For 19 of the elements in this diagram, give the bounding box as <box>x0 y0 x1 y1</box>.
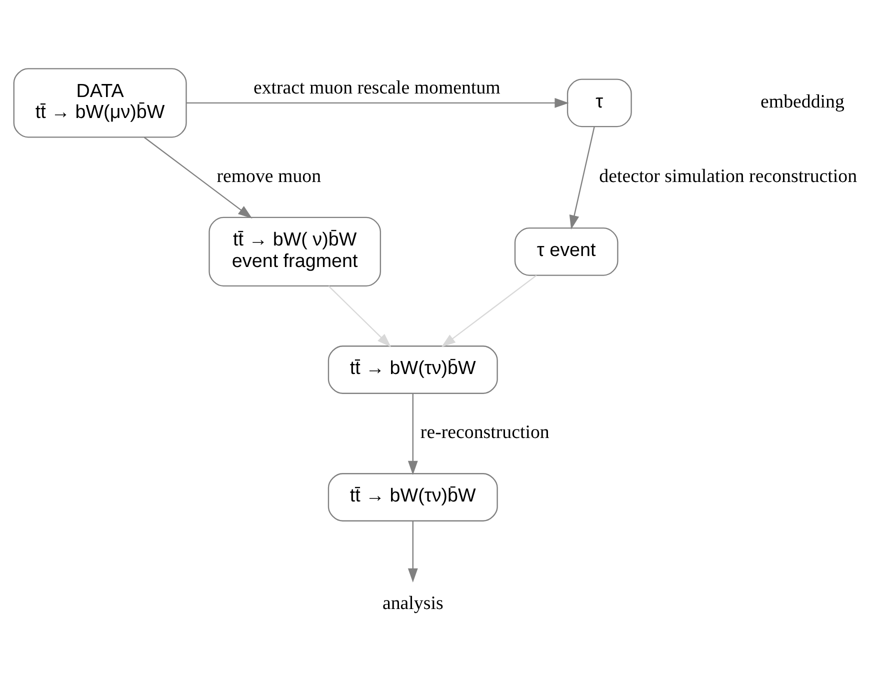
arrow <box>407 394 418 476</box>
edge-label: extract muon rescale momentum <box>252 77 500 98</box>
node-box: tt̄ → bW( ν)b̄W event fragment <box>208 216 381 287</box>
label: embedding <box>760 91 844 112</box>
node-box: DATA tt̄ → bW(μν)b̄W <box>12 68 186 138</box>
arrow <box>568 126 594 230</box>
arrow <box>328 286 391 348</box>
node-box: τ <box>566 78 632 128</box>
arrow <box>186 98 568 108</box>
arrow <box>143 136 252 218</box>
edge-label: re-reconstruction <box>420 422 549 443</box>
node-box: tt̄ → bW(τν)b̄W <box>327 346 498 394</box>
node-box: τ event <box>514 228 618 276</box>
node-box: tt̄ → bW(τν)b̄W <box>327 473 498 522</box>
edge-label: detector simulation reconstruction <box>598 166 857 187</box>
edge-label: remove muon <box>216 166 321 187</box>
arrow <box>440 275 536 348</box>
node-text: analysis <box>382 593 443 614</box>
arrow <box>407 521 418 583</box>
